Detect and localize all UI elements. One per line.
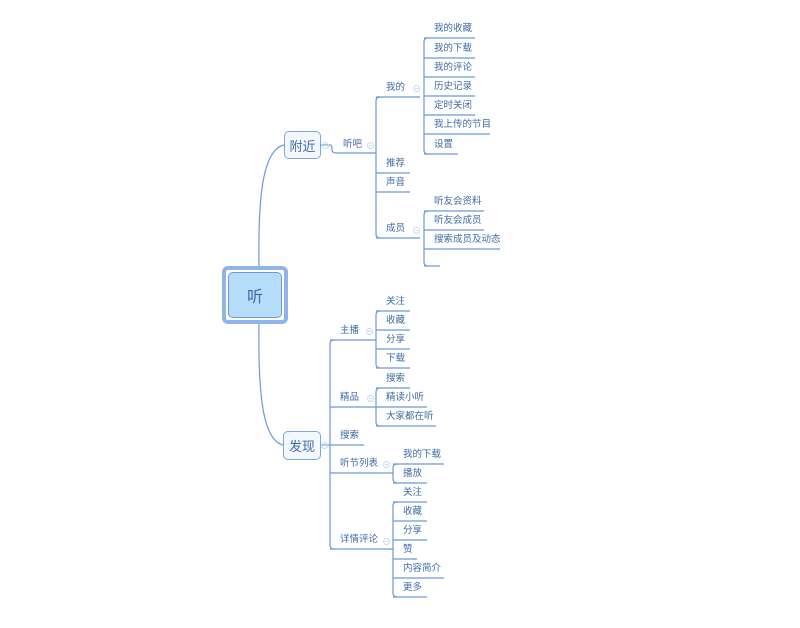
topic-node[interactable]: 听吧 bbox=[343, 139, 363, 150]
topic-node[interactable]: 听节列表 bbox=[340, 458, 379, 469]
topic-node[interactable]: 我的收藏 bbox=[434, 23, 473, 34]
collapse-toggle-icon[interactable] bbox=[366, 141, 374, 149]
topic-node[interactable]: 分享 bbox=[403, 525, 423, 536]
collapse-toggle-icon[interactable] bbox=[382, 537, 390, 545]
topic-node[interactable]: 我上传的节目 bbox=[434, 119, 492, 130]
bracket-line bbox=[392, 501, 398, 598]
collapse-toggle-icon[interactable] bbox=[321, 141, 329, 149]
topic-node[interactable]: 下载 bbox=[386, 353, 406, 364]
branch-node-nearby[interactable]: 附近 bbox=[284, 131, 321, 159]
root-connector bbox=[258, 323, 284, 446]
topic-node[interactable]: 历史记录 bbox=[434, 81, 473, 92]
topic-node[interactable]: 关注 bbox=[403, 487, 423, 498]
topic-node[interactable]: 搜索 bbox=[340, 430, 360, 441]
topic-node[interactable]: 设置 bbox=[434, 139, 454, 150]
branch-node-discover[interactable]: 发现 bbox=[283, 431, 321, 460]
bracket-line bbox=[375, 96, 381, 239]
bracket-line bbox=[392, 463, 398, 484]
topic-node[interactable]: 分享 bbox=[386, 334, 406, 345]
topic-node[interactable]: 声音 bbox=[386, 177, 406, 188]
topic-node[interactable]: 精品 bbox=[340, 392, 360, 403]
collapse-toggle-icon[interactable] bbox=[320, 441, 328, 449]
topic-node[interactable]: 定时关闭 bbox=[434, 100, 473, 111]
topic-node[interactable]: 内容简介 bbox=[403, 563, 442, 574]
collapse-toggle-icon[interactable] bbox=[366, 394, 374, 402]
connector-line bbox=[321, 144, 376, 154]
root-connector bbox=[258, 144, 285, 267]
topic-node[interactable]: 我的评论 bbox=[434, 62, 473, 73]
topic-node[interactable]: 我的下载 bbox=[403, 449, 442, 460]
topic-node[interactable]: 关注 bbox=[386, 296, 406, 307]
root-node[interactable]: 听 bbox=[222, 266, 288, 324]
topic-node[interactable]: 我的下载 bbox=[434, 43, 473, 54]
topic-node[interactable]: 听友会成员 bbox=[434, 215, 482, 226]
topic-node[interactable]: 推荐 bbox=[386, 158, 406, 169]
topic-node[interactable]: 收藏 bbox=[386, 315, 406, 326]
root-node-label: 听 bbox=[228, 272, 282, 318]
topic-node[interactable]: 搜索 bbox=[386, 373, 406, 384]
bracket-line bbox=[423, 210, 429, 267]
topic-node[interactable]: 收藏 bbox=[403, 506, 423, 517]
topic-node[interactable]: 成员 bbox=[386, 223, 406, 234]
topic-node[interactable]: 播放 bbox=[403, 468, 423, 479]
collapse-toggle-icon[interactable] bbox=[412, 84, 420, 92]
topic-node[interactable]: 更多 bbox=[403, 582, 423, 593]
topic-node[interactable]: 听友会资料 bbox=[434, 196, 482, 207]
topic-node[interactable]: 我的 bbox=[386, 82, 406, 93]
collapse-toggle-icon[interactable] bbox=[412, 226, 420, 234]
topic-node[interactable]: 主播 bbox=[340, 325, 360, 336]
collapse-toggle-icon[interactable] bbox=[365, 327, 373, 335]
topic-node[interactable]: 详情评论 bbox=[340, 534, 379, 545]
topic-node[interactable]: 精读小听 bbox=[386, 392, 425, 403]
bracket-line bbox=[375, 310, 381, 369]
topic-node[interactable]: 大家都在听 bbox=[386, 411, 434, 422]
topic-node[interactable]: 搜索成员及动态 bbox=[434, 234, 501, 245]
collapse-toggle-icon[interactable] bbox=[382, 460, 390, 468]
topic-node[interactable]: 赞 bbox=[403, 544, 413, 555]
